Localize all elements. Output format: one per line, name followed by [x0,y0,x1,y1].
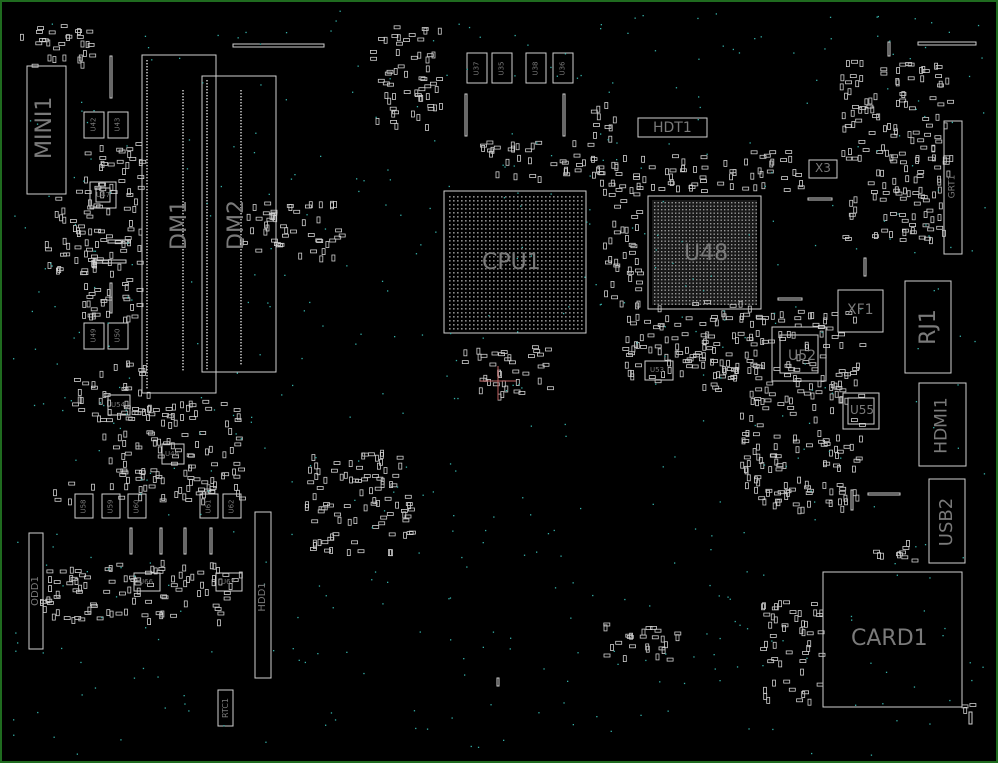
x3-outline [808,159,838,179]
grt1-outline [943,120,963,255]
hdmi1-outline [918,382,967,467]
u42-outline [83,111,105,139]
hdd1-outline [254,511,272,679]
mini1-label: MINI1 [32,96,57,159]
odd1-outline [28,532,44,650]
rtc1-label: RTC1 [221,697,230,719]
hdt1-label: HDT1 [653,120,692,136]
u62-label: U62 [227,499,236,514]
u61-label: U61 [204,499,213,514]
cpu1-label: CPU1 [482,250,541,275]
u49-label: U49 [89,328,98,343]
u62-outline [222,493,242,519]
u38-outline [525,52,547,84]
u53-label: U53 [650,366,665,374]
dm1-outline [141,54,217,394]
u47-label: U47 [96,191,111,199]
u66-label: U66 [139,578,154,586]
u48-ball-grid [654,202,757,305]
u46-label: U46 [165,450,180,458]
grt1-label: GRT1 [947,174,958,199]
u54-outline [107,394,131,416]
u67-label: U67 [221,578,236,586]
card1-outline [822,571,963,708]
cpu1-outline [443,190,587,334]
u59-label: U59 [106,499,115,514]
u46-outline [161,443,185,465]
cpu1-ball-grid [449,196,583,330]
u58-outline [74,493,94,519]
u55-outline [842,392,880,430]
rj1-label: RJ1 [916,309,941,345]
u37-label: U37 [472,61,481,76]
rj1-outline [904,280,952,374]
hdd1-label: HDD1 [257,582,268,612]
u48-chip [647,195,762,310]
u37-outline [466,52,488,84]
xf1-outline [837,289,884,333]
u59-outline [101,493,121,519]
dm2-outline [201,75,277,373]
hdmi1-label: HDMI1 [931,397,952,454]
u67-outline [215,572,243,592]
hdt1-outline [637,117,708,138]
xf1-label: XF1 [847,302,874,318]
smd-components [19,24,977,714]
u54-label: U54 [111,401,126,409]
dm2-label: DM2 [224,200,249,250]
u42-label: U42 [89,117,98,132]
u55-label: U55 [850,403,875,417]
u60-label: U60 [132,499,141,514]
odd1-label: ODD1 [30,576,41,606]
u49-outline [83,322,105,350]
u61-outline [199,493,219,519]
u48-label: U48 [684,241,729,266]
rtc1-outline [217,689,234,727]
vias [13,10,986,756]
u52-label: U52 [788,348,817,364]
mini1-outline [26,65,67,195]
card1-label: CARD1 [851,626,928,651]
cursor-crosshair [480,366,516,400]
dm1-label: DM1 [167,200,192,250]
u36-label: U36 [558,61,567,76]
u36-outline [552,52,574,84]
usb2-outline [928,478,966,564]
u66-outline [133,572,161,592]
u58-label: U58 [79,499,88,514]
u35-outline [491,52,513,84]
u60-outline [127,493,147,519]
u47-outline [89,181,117,209]
u50-label: U50 [113,328,122,343]
u35-label: U35 [497,61,506,76]
x3-label: X3 [815,161,831,175]
u43-label: U43 [113,117,122,132]
u38-label: U38 [531,61,540,76]
dimm-pins [146,60,242,389]
u50-outline [107,322,129,350]
usb2-label: USB2 [936,497,957,547]
u43-outline [107,111,129,139]
